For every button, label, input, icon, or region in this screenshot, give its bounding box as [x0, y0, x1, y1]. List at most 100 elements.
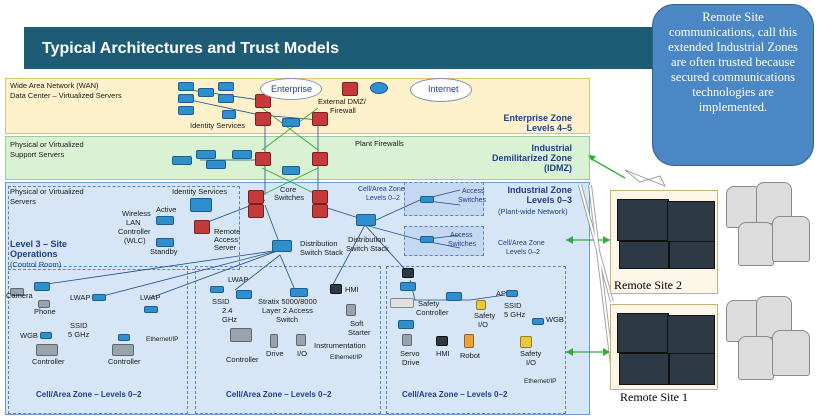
ras-label-3: Server	[214, 243, 237, 252]
callout-arrow	[624, 169, 666, 187]
monitor-icon	[667, 315, 715, 355]
header-banner	[24, 27, 652, 69]
server-icon	[178, 106, 194, 115]
wgb-right-label: WGB	[546, 315, 564, 324]
firewall-icon	[342, 82, 358, 96]
access-switches-box-1	[404, 182, 484, 216]
identity-services-ent-label: Identity Services	[190, 121, 246, 130]
remote-site-2-panel	[610, 190, 718, 294]
remote-site-2-label: Remote Site 2	[614, 278, 682, 292]
level3-label-2: Operations	[10, 249, 58, 259]
controller-left-2-label: Controller	[108, 357, 141, 366]
core-switch-icon	[312, 204, 328, 218]
identity-services-ind-label: Identity Services	[172, 187, 228, 196]
controller-left-1-label: Controller	[32, 357, 65, 366]
server-icon	[206, 160, 226, 169]
lwap-icon	[92, 294, 106, 301]
switch-icon	[446, 292, 462, 301]
plant-firewall-icon	[255, 152, 271, 166]
cell-zone-right	[386, 266, 566, 414]
switch-icon	[398, 320, 414, 329]
core-label-2: Switches	[274, 193, 305, 202]
wgb-icon	[40, 332, 52, 339]
ssid-right-label-1: SSID	[504, 301, 522, 310]
wan-label: Wide Area Network (WAN)	[10, 81, 99, 90]
controller-icon	[36, 344, 58, 356]
dist-left-label-1: Distribution	[300, 239, 338, 248]
instrumentation-label: Instrumentation	[314, 341, 366, 350]
stratix-label-1: Stratix 5000/8000	[258, 297, 317, 306]
standby-label: Standby	[150, 247, 178, 256]
lwap-icon	[210, 286, 224, 293]
core-switch-icon	[248, 204, 264, 218]
ethernet-ip-left-label: Ethernet/IP	[146, 336, 179, 343]
cell-zone-right-label-2: Levels 0–2	[506, 249, 540, 256]
cell-zone-top-label-1: Cell/Area Zone	[358, 186, 405, 193]
access-switch-icon	[420, 196, 434, 203]
lwap-right-label: LWAP	[140, 293, 161, 302]
firewall-icon	[312, 112, 328, 126]
controller-icon	[230, 328, 252, 342]
storage-tank-icon	[772, 330, 810, 376]
servo-drive-icon	[402, 334, 412, 346]
internet-cloud-icon	[410, 78, 472, 102]
ssid-left-label-2: 5 GHz	[68, 330, 90, 339]
cell-zone-top-label-2: Levels 0–2	[366, 195, 400, 202]
internet-cloud-label: Internet	[428, 84, 459, 94]
access-switches-2-label-2: Switches	[448, 241, 477, 248]
monitor-icon	[619, 241, 669, 269]
ap-icon	[506, 290, 518, 297]
datacenter-label: Data Center – Virtualized Servers	[10, 91, 122, 100]
industrial-zone-name: Industrial Zone	[507, 185, 572, 195]
lwap-icon	[144, 306, 158, 313]
switch-icon	[400, 282, 416, 291]
ras-label-1: Remote	[214, 227, 241, 236]
router-icon	[255, 112, 271, 126]
active-label: Active	[156, 205, 177, 214]
ssid-right-label-2: 5 GHz	[504, 310, 526, 319]
storage-tank-icon	[738, 336, 774, 380]
cell-bottom-left-label: Cell/Area Zone – Levels 0–2	[36, 390, 142, 399]
access-switches-2-label-1: Access	[450, 232, 473, 239]
servo-label-2: Drive	[402, 358, 420, 367]
plant-firewalls-label: Plant Firewalls	[355, 139, 404, 148]
distribution-switch-left-icon	[272, 240, 292, 252]
io-icon	[296, 334, 306, 346]
server-icon	[198, 88, 214, 97]
servo-label-1: Servo	[400, 349, 420, 358]
level3-label-3: (Control Room)	[10, 260, 62, 269]
firewall-label: Firewall	[330, 106, 356, 115]
soft-starter-label-1: Soft	[350, 319, 364, 328]
idmz-zone-name-1: Industrial	[531, 143, 572, 153]
safety-io-icon	[476, 300, 486, 310]
ssid-left-label-1: SSID	[70, 321, 88, 330]
controller-icon	[112, 344, 134, 356]
ssid-mid-label-1: SSID	[212, 297, 230, 306]
server-icon	[178, 82, 194, 91]
drive-mid-label: Drive	[266, 349, 284, 358]
monitor-icon	[617, 199, 669, 241]
dist-right-label-2: Switch Stack	[346, 244, 389, 253]
cell-bottom-mid-label: Cell/Area Zone – Levels 0–2	[226, 390, 332, 399]
plant-firewall-icon	[312, 152, 328, 166]
lwap-left-label: LWAP	[70, 293, 91, 302]
monitor-icon	[617, 313, 669, 353]
router-icon	[194, 220, 210, 234]
industrial-servers-label-1: Physical or Virtualized	[10, 187, 84, 196]
cell-zone-right-label-1: Cell/Area Zone	[498, 240, 545, 247]
safety-io-b-label-1: Safety	[520, 349, 542, 358]
core-switch-icon	[312, 190, 328, 204]
core-label-1: Core	[280, 185, 297, 194]
soft-starter-icon	[346, 304, 356, 316]
safety-io-b-label-2: I/O	[526, 358, 537, 367]
wlc-active-icon	[156, 216, 174, 225]
safety-io-label-2: I/O	[478, 320, 489, 329]
callout-text: Remote Site communications, call this ex…	[668, 10, 798, 114]
idmz-zone-name-2: Demilitarized Zone	[491, 153, 572, 163]
wgb-icon	[118, 334, 130, 341]
cell-bottom-right-label: Cell/Area Zone – Levels 0–2	[402, 390, 508, 399]
robot-icon	[464, 334, 474, 348]
switch-icon	[236, 290, 252, 299]
stratix-label-2: Layer 2 Access	[262, 306, 313, 315]
distribution-switch-right-icon	[356, 214, 376, 226]
